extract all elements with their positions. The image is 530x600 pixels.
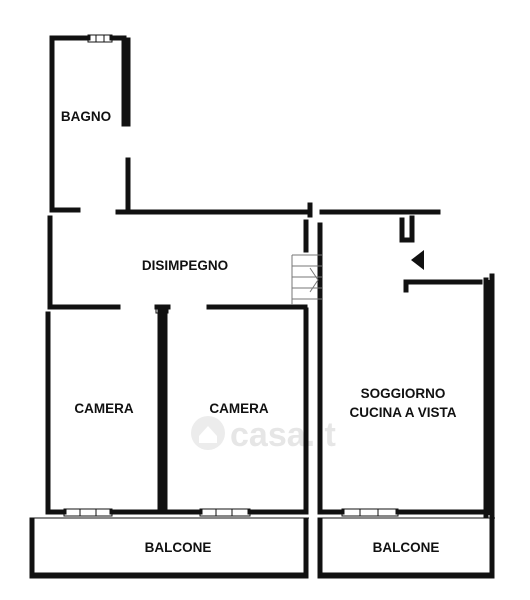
entrance-arrow-icon <box>411 250 424 270</box>
label-soggiorno: SOGGIORNO <box>361 386 446 401</box>
label-balcone-1: BALCONE <box>145 540 212 555</box>
label-disimpegno: DISIMPEGNO <box>142 258 228 273</box>
label-balcone-2: BALCONE <box>373 540 440 555</box>
watermark: casa.it <box>191 416 336 454</box>
stairs <box>291 254 322 305</box>
label-cucina-a-vista: CUCINA A VISTA <box>350 405 457 420</box>
window-details <box>30 34 495 574</box>
label-camera-2: CAMERA <box>209 401 268 416</box>
label-bagno: BAGNO <box>61 109 111 124</box>
house-icon <box>191 416 225 450</box>
label-camera-1: CAMERA <box>74 401 133 416</box>
walls <box>29 35 495 579</box>
